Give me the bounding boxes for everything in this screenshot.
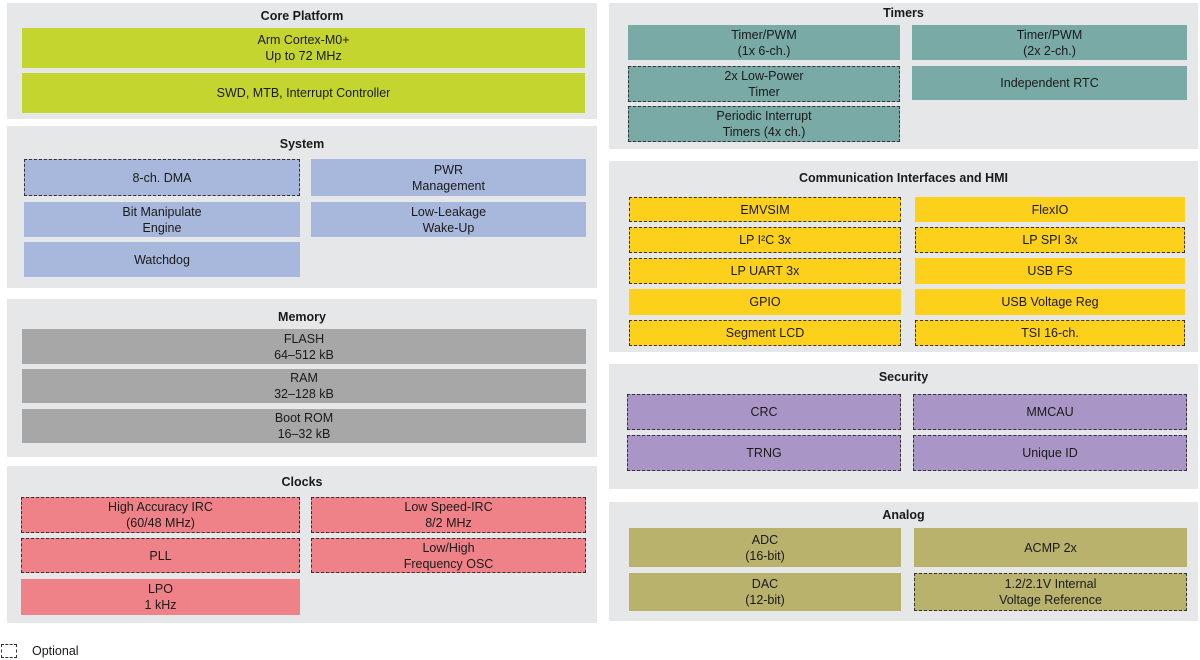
dma-block: 8-ch. DMA xyxy=(24,159,300,196)
segment-lcd-block: Segment LCD xyxy=(629,320,901,346)
core-platform-title: Core Platform xyxy=(260,9,344,23)
clocks-title: Clocks xyxy=(281,475,323,489)
adc-block: ADC (16-bit) xyxy=(629,528,901,567)
gpio-block: GPIO xyxy=(629,289,901,315)
unique-id-block: Unique ID xyxy=(913,435,1187,471)
voltage-reference-block: 1.2/2.1V Internal Voltage Reference xyxy=(914,573,1187,611)
ram-block: RAM 32–128 kB xyxy=(22,369,586,403)
lpo-block: LPO 1 kHz xyxy=(21,579,300,615)
low-power-timer-block: 2x Low-Power Timer xyxy=(628,66,900,102)
tsi-block: TSI 16-ch. xyxy=(915,320,1185,346)
legend-label: Optional xyxy=(32,644,79,658)
timers-panel: Timers Timer/PWM (1x 6-ch.) Timer/PWM (2… xyxy=(609,3,1198,149)
usb-fs-block: USB FS xyxy=(915,258,1185,284)
high-accuracy-irc-block: High Accuracy IRC (60/48 MHz) xyxy=(21,497,300,533)
security-title: Security xyxy=(878,370,929,384)
pwr-management-block: PWR Management xyxy=(311,159,586,196)
lp-spi-block: LP SPI 3x xyxy=(915,227,1185,253)
independent-rtc-block: Independent RTC xyxy=(912,66,1187,100)
timers-title: Timers xyxy=(883,6,924,20)
lp-i2c-block: LP I²C 3x xyxy=(629,227,901,253)
analog-title: Analog xyxy=(882,508,925,522)
memory-title: Memory xyxy=(278,310,326,324)
timer-pwm-6ch-block: Timer/PWM (1x 6-ch.) xyxy=(628,25,900,60)
acmp-block: ACMP 2x xyxy=(914,528,1187,567)
boot-rom-block: Boot ROM 16–32 kB xyxy=(22,409,586,443)
watchdog-block: Watchdog xyxy=(24,242,300,277)
lp-uart-block: LP UART 3x xyxy=(629,258,901,284)
low-leakage-wakeup-block: Low-Leakage Wake-Up xyxy=(311,202,586,237)
flash-block: FLASH 64–512 kB xyxy=(22,329,586,364)
low-speed-irc-block: Low Speed-IRC 8/2 MHz xyxy=(311,497,586,533)
analog-panel: Analog ADC (16-bit) ACMP 2x DAC (12-bit)… xyxy=(609,502,1198,621)
dac-block: DAC (12-bit) xyxy=(629,573,901,611)
communication-panel: Communication Interfaces and HMI EMVSIM … xyxy=(609,161,1198,352)
flexio-block: FlexIO xyxy=(915,197,1185,222)
emvsim-block: EMVSIM xyxy=(629,197,901,222)
system-panel: System 8-ch. DMA PWR Management Bit Mani… xyxy=(7,126,597,288)
crc-block: CRC xyxy=(627,394,901,430)
pll-block: PLL xyxy=(21,538,300,573)
security-panel: Security CRC MMCAU TRNG Unique ID xyxy=(609,364,1198,489)
legend: Optional xyxy=(1,642,79,660)
memory-panel: Memory FLASH 64–512 kB RAM 32–128 kB Boo… xyxy=(7,299,597,457)
trng-block: TRNG xyxy=(627,435,901,471)
clocks-panel: Clocks High Accuracy IRC (60/48 MHz) Low… xyxy=(7,466,597,623)
periodic-interrupt-timers-block: Periodic Interrupt Timers (4x ch.) xyxy=(628,106,900,142)
optional-swatch-icon xyxy=(1,644,17,658)
core-platform-panel: Core Platform Arm Cortex-M0+ Up to 72 MH… xyxy=(7,3,597,119)
mmcau-block: MMCAU xyxy=(913,394,1187,430)
low-high-frequency-osc-block: Low/High Frequency OSC xyxy=(311,538,586,573)
timer-pwm-2ch-block: Timer/PWM (2x 2-ch.) xyxy=(912,25,1187,60)
bit-manipulate-engine-block: Bit Manipulate Engine xyxy=(24,202,300,237)
usb-voltage-reg-block: USB Voltage Reg xyxy=(915,289,1185,315)
debug-block: SWD, MTB, Interrupt Controller xyxy=(22,73,585,113)
communication-title: Communication Interfaces and HMI xyxy=(798,171,1009,185)
system-title: System xyxy=(279,137,325,151)
cpu-block: Arm Cortex-M0+ Up to 72 MHz xyxy=(22,28,585,68)
